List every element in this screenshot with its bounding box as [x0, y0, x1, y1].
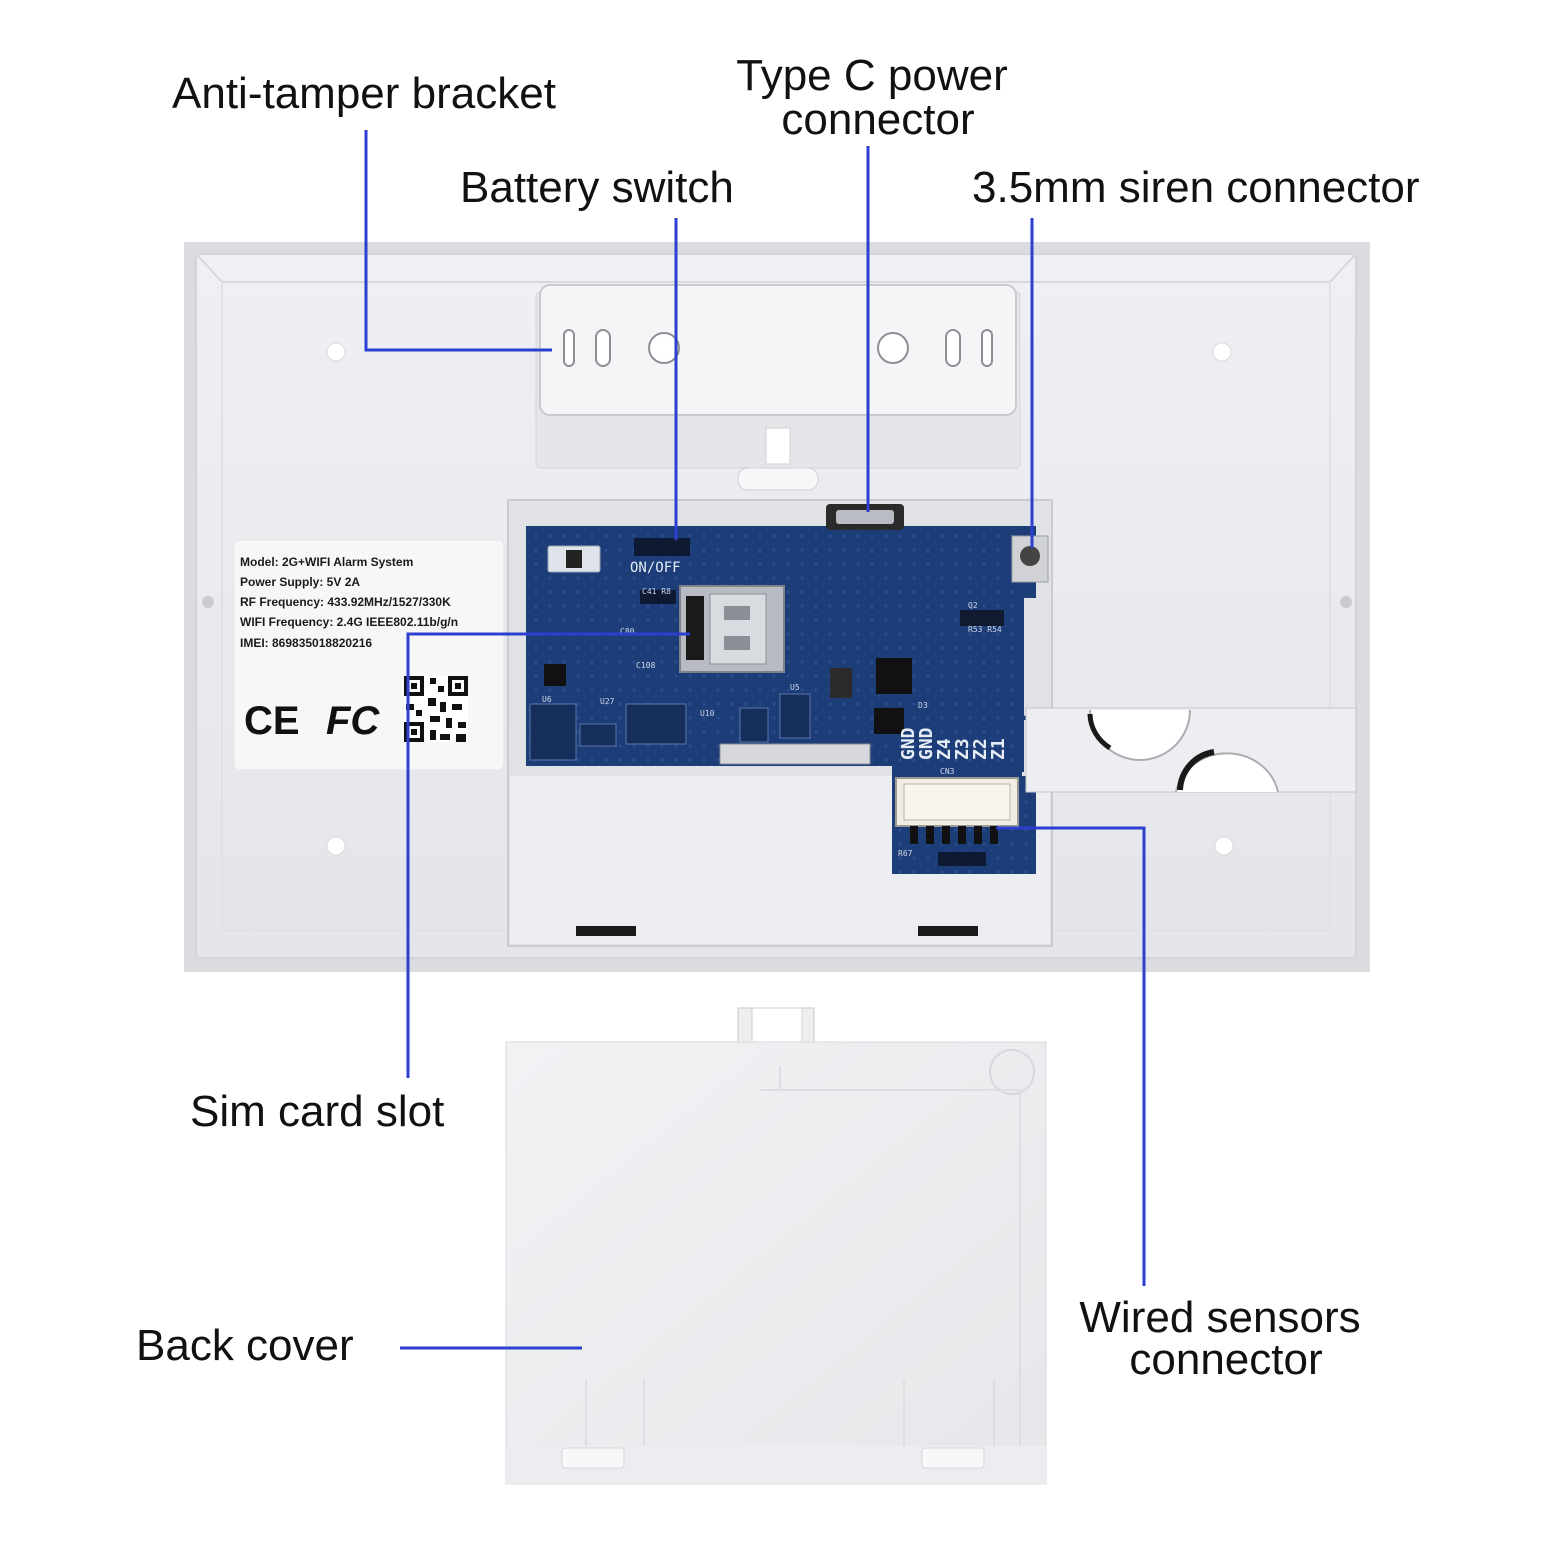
- leader-wired-sensors: [996, 826, 1146, 1286]
- terminal-label: Z4: [934, 738, 955, 760]
- callout-battery-switch: Battery switch: [460, 163, 734, 212]
- pcb-components: C41 R8 C80 C108 U10 U6 U27 U5 Q2 R53 R54…: [529, 587, 1004, 858]
- qr-code-icon: [404, 676, 468, 742]
- terminal-label: Z1: [988, 738, 1009, 760]
- sim-card-holder: [679, 585, 785, 673]
- svg-text:Q2: Q2: [968, 601, 978, 610]
- leader-lines: [364, 130, 1146, 1350]
- svg-text:U10: U10: [700, 709, 715, 718]
- callout-sim-slot: Sim card slot: [190, 1087, 444, 1136]
- siren-jack: [1011, 535, 1049, 583]
- callout-wired-line2: connector: [1129, 1335, 1322, 1384]
- svg-text:C80: C80: [620, 627, 635, 636]
- wired-sensor-connector: [895, 777, 1019, 866]
- cable-channel: [1025, 707, 1357, 793]
- callout-labels: Anti-tamper bracket Type C power connect…: [136, 51, 1420, 1384]
- ce-mark: CE: [244, 699, 300, 743]
- label-rf: RF Frequency: 433.92MHz/1527/330K: [240, 595, 451, 609]
- svg-text:C108: C108: [636, 661, 655, 670]
- callout-siren: 3.5mm siren connector: [972, 163, 1420, 212]
- back-cover: [505, 1007, 1047, 1485]
- label-model: Model: 2G+WIFI Alarm System: [240, 555, 413, 569]
- terminal-label: Z3: [952, 738, 973, 760]
- svg-text:U6: U6: [542, 695, 552, 704]
- type-c-port: [826, 504, 904, 530]
- switch-label: ON/OFF: [630, 560, 681, 576]
- terminal-label: Z2: [970, 738, 991, 760]
- circuit-board: ON/OFF: [526, 504, 1049, 874]
- callout-type-c-line1: Type C power: [736, 51, 1007, 100]
- callout-wired-line1: Wired sensors: [1079, 1293, 1360, 1342]
- leader-anti-tamper: [364, 130, 552, 352]
- terminal-label: GND: [898, 727, 919, 760]
- callout-back-cover: Back cover: [136, 1321, 354, 1370]
- svg-text:D3: D3: [918, 701, 928, 710]
- terminal-label: GND: [916, 727, 937, 760]
- label-wifi: WIFI Frequency: 2.4G IEEE802.11b/g/n: [240, 615, 458, 629]
- svg-text:C41 R8: C41 R8: [642, 587, 671, 596]
- svg-text:R53 R54: R53 R54: [968, 625, 1002, 634]
- label-power: Power Supply: 5V 2A: [240, 575, 360, 589]
- battery-switch: ON/OFF: [547, 538, 690, 576]
- label-imei: IMEI: 869835018820216: [240, 636, 372, 650]
- fc-mark: FC: [326, 699, 380, 743]
- svg-text:U5: U5: [790, 683, 800, 692]
- svg-text:CN3: CN3: [940, 767, 955, 776]
- anti-tamper-bracket: [535, 284, 1021, 491]
- svg-text:R67: R67: [898, 849, 913, 858]
- callout-anti-tamper: Anti-tamper bracket: [172, 69, 556, 118]
- callout-type-c-line2: connector: [781, 95, 974, 144]
- leader-sim-slot: [406, 632, 690, 1078]
- product-label: Model: 2G+WIFI Alarm System Power Supply…: [233, 539, 505, 771]
- svg-text:U27: U27: [600, 697, 615, 706]
- terminal-labels: GND GND Z4 Z3 Z2 Z1: [898, 727, 1009, 760]
